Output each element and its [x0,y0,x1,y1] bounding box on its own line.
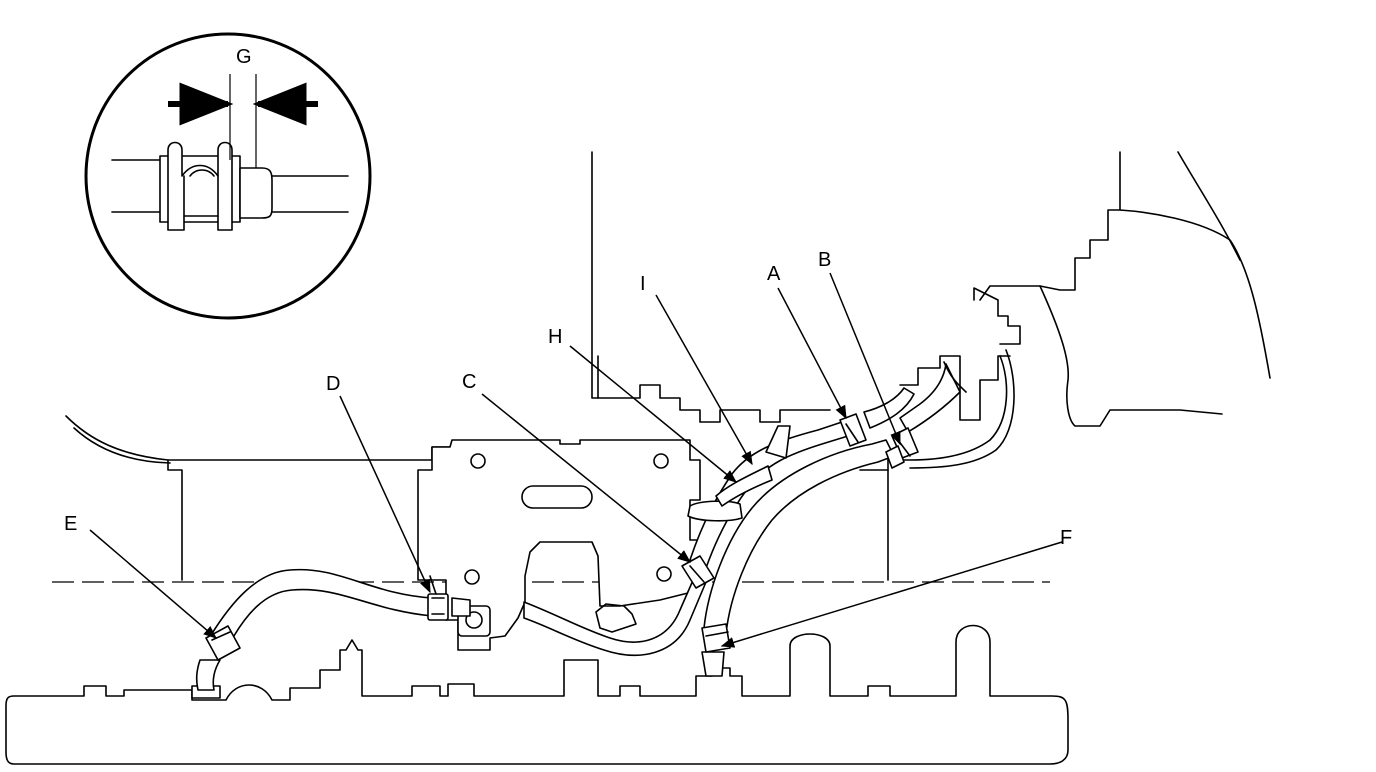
transmission-housing [5,151,1271,765]
label-d: D [326,373,340,395]
leader-i [655,294,753,466]
leader-d [339,395,431,594]
leader-h [569,345,738,483]
clamp-f [701,623,731,653]
label-h: H [548,326,562,348]
leader-f [720,541,1063,648]
leader-lines [89,272,1063,648]
detail-inset [84,32,372,320]
leader-e [89,529,218,639]
hose-clamps [205,413,919,661]
clamp-a [839,413,867,447]
label-a: A [767,263,781,285]
clamp-d [427,575,449,621]
leader-c [481,393,692,563]
leader-a [777,287,847,420]
label-i: I [640,273,646,295]
callout-labels: A B C D E F G H I [64,46,1072,549]
label-g: G [236,46,252,68]
label-f: F [1060,527,1072,549]
leader-b [829,272,901,446]
label-e: E [64,513,77,535]
label-c: C [462,371,476,393]
label-b: B [818,249,831,271]
clamp-c [681,555,715,589]
